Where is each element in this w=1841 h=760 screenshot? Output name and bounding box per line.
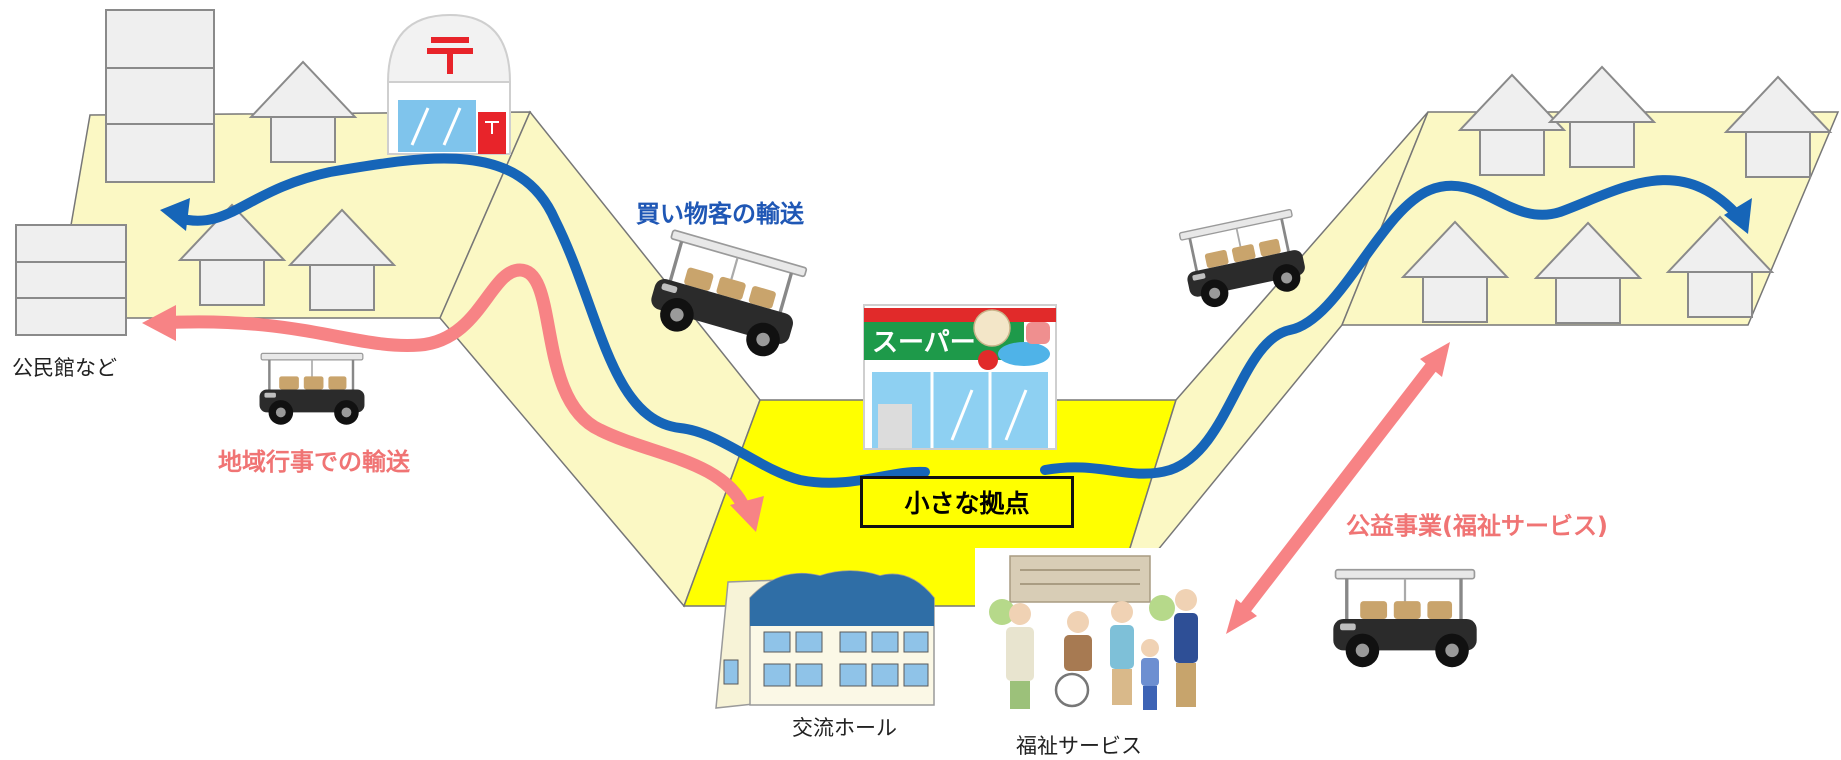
arrowhead-icon — [1724, 198, 1752, 234]
arrowhead-icon — [1226, 599, 1257, 634]
supermarket-sign-text: スーパー — [872, 328, 976, 358]
arrowhead-icon — [1420, 342, 1450, 377]
golf-cart-icon — [258, 352, 366, 426]
public-interest-route — [1226, 342, 1450, 634]
supermarket-icon: スーパー — [863, 304, 1057, 450]
shopping-route — [160, 153, 1752, 488]
shopping-transport-label: 買い物客の輸送 — [636, 200, 804, 228]
arrowhead-icon — [730, 496, 764, 532]
arrowhead-icon — [160, 198, 190, 231]
community-hall-label: 公民館など — [12, 356, 117, 380]
apartment-icon — [105, 9, 215, 183]
exchange-hall-label: 交流ホール — [792, 716, 897, 740]
public-interest-label: 公益事業(福祉サービス) — [1346, 512, 1608, 540]
local-event-transport-label: 地域行事での輸送 — [218, 448, 410, 476]
welfare-service-label: 福祉サービス — [1016, 734, 1142, 758]
local-event-route — [142, 263, 764, 532]
welfare-people-icon — [975, 548, 1198, 710]
community-building-icon — [15, 224, 127, 336]
golf-cart-icon — [1331, 568, 1479, 669]
post-office-icon — [386, 13, 512, 155]
small-hub-label: 小さな拠点 — [860, 476, 1074, 528]
arrowhead-icon — [142, 305, 176, 341]
exchange-hall-icon — [715, 570, 935, 709]
